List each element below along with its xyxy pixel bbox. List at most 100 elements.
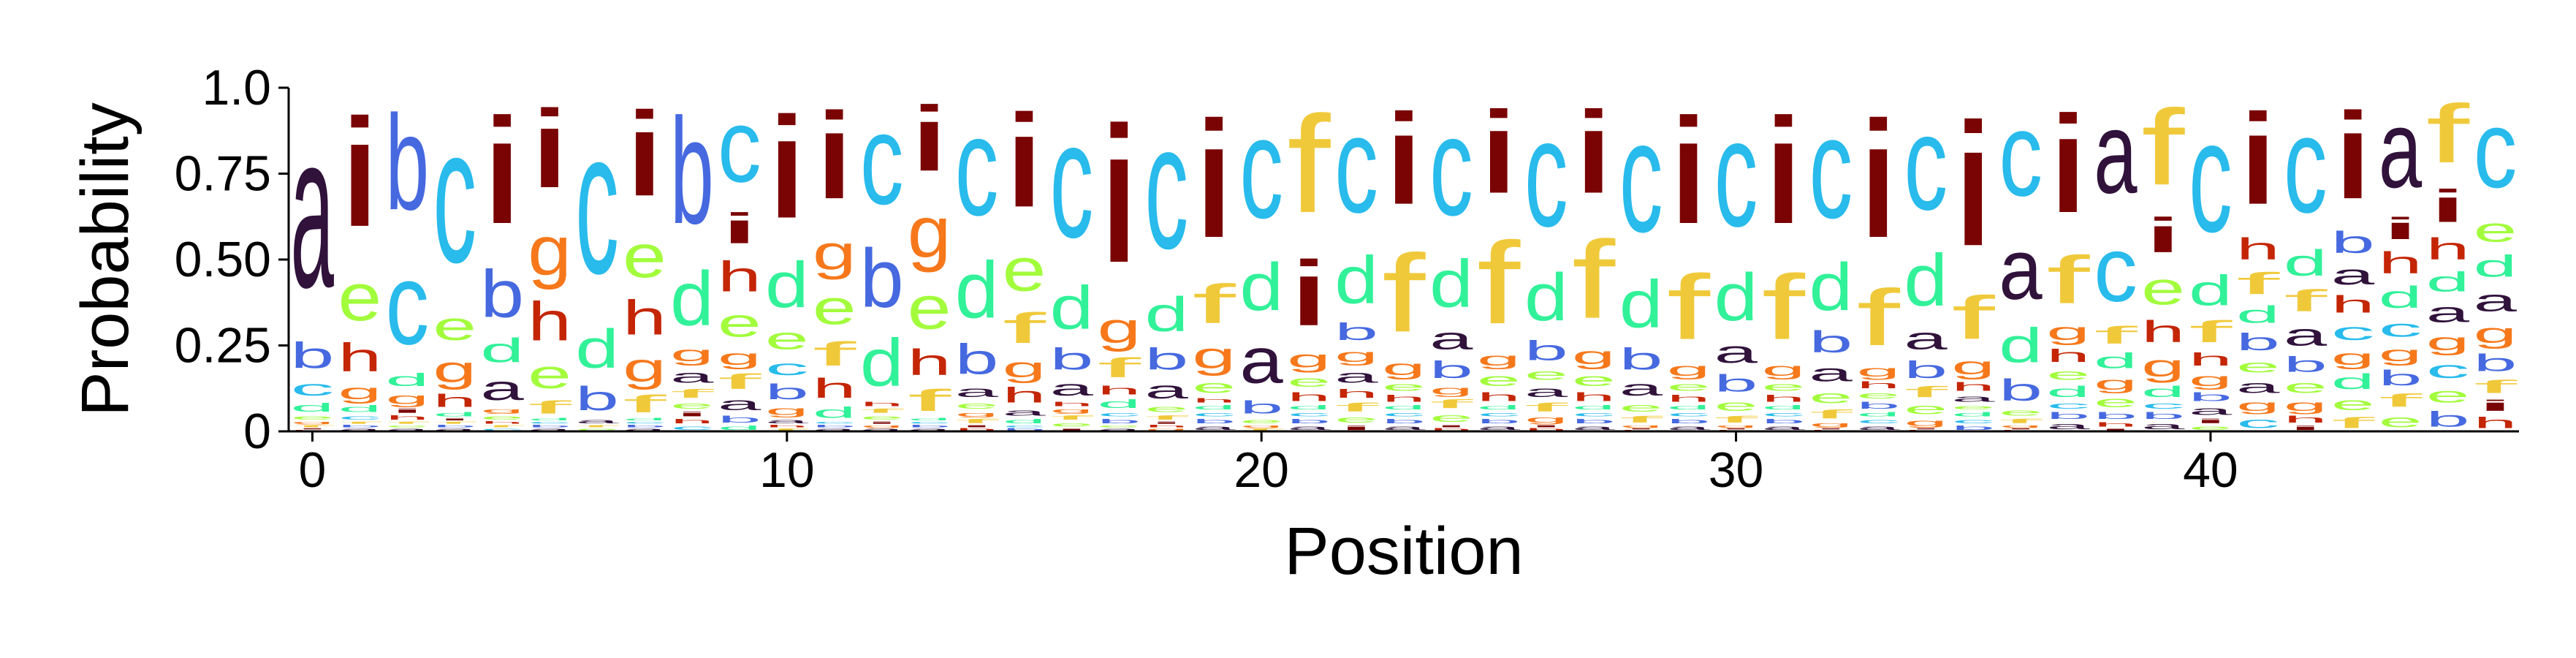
logo-letter-f-pos-1: f	[338, 421, 383, 425]
logo-letter-i-pos-3: i	[433, 417, 476, 421]
logo-letter-g-pos-8: g	[670, 342, 714, 366]
logo-letter-b-pos-43: b	[2331, 225, 2375, 260]
logo-letter-d-pos-37: d	[2046, 383, 2090, 400]
logo-letter-c-pos-34: c	[1904, 87, 1948, 238]
logo-letter-a-pos-3: a	[433, 428, 476, 431]
logo-letter-d-pos-12: d	[860, 325, 904, 400]
logo-letter-d-pos-16: d	[1050, 273, 1094, 341]
logo-letter-f-pos-33: f	[1856, 273, 1900, 362]
logo-letter-e-pos-30: e	[1714, 397, 1758, 414]
logo-letter-b-pos-2: b	[385, 88, 429, 239]
logo-letter-a-pos-0: a	[291, 88, 334, 334]
logo-letter-e-pos-40: e	[2189, 425, 2233, 431]
logo-letter-c-pos-26: c	[1524, 88, 1568, 260]
logo-letter-a-pos-13: a	[908, 428, 951, 431]
logo-letter-c-pos-38: c	[2094, 219, 2138, 322]
logo-letter-a-pos-39: a	[2141, 421, 2185, 431]
logo-letter-b-pos-46: b	[2474, 349, 2518, 377]
logo-letter-h-pos-10: h	[765, 425, 809, 428]
logo-letter-f-pos-6: f	[575, 425, 620, 428]
logo-letter-d-pos-22: d	[1334, 243, 1378, 318]
logo-letter-e-pos-20: e	[1239, 417, 1283, 424]
logo-letter-c-pos-40: c	[2189, 88, 2233, 265]
logo-letter-f-pos-18: f	[1144, 414, 1189, 420]
logo-letter-e-pos-1: e	[338, 260, 382, 335]
logo-letter-e-pos-35: e	[1951, 404, 1995, 410]
logo-letter-c-pos-18: c	[1144, 86, 1188, 286]
logo-letter-e-pos-19: e	[1192, 377, 1236, 397]
logo-letter-b-pos-23: b	[1382, 417, 1426, 424]
logo-letter-f-pos-34: f	[1904, 383, 1948, 400]
logo-letter-g-pos-36: g	[1999, 425, 2043, 428]
logo-letter-e-pos-7: e	[623, 222, 666, 290]
logo-letter-c-pos-3: c	[433, 88, 476, 303]
logo-letter-i-pos-15: i	[1003, 87, 1046, 235]
logo-letter-a-pos-36: a	[1999, 221, 2043, 317]
logo-letter-c-pos-16: c	[1050, 88, 1094, 273]
logo-letter-d-pos-42: d	[2284, 242, 2328, 283]
logo-letter-a-pos-34: a	[1904, 322, 1948, 356]
logo-letter-b-pos-13: b	[908, 425, 951, 428]
logo-letter-f-pos-23: f	[1382, 232, 1426, 355]
logo-letter-b-pos-39: b	[2141, 411, 2185, 421]
logo-letter-b-pos-10: b	[765, 379, 809, 404]
logo-letter-g-pos-11: g	[813, 225, 856, 280]
x-tick-label: 30	[1709, 442, 1764, 498]
y-axis-title: Probability	[68, 102, 143, 417]
logo-letter-a-pos-43: a	[2331, 260, 2375, 290]
logo-letter-i-pos-31: i	[1762, 87, 1806, 255]
logo-letter-i-pos-7: i	[623, 88, 666, 221]
logo-letter-f-pos-38: f	[2094, 322, 2138, 349]
logo-letter-e-pos-5: e	[528, 352, 571, 397]
logo-letter-f-pos-15: f	[1003, 304, 1046, 352]
logo-letter-h-pos-3: h	[433, 390, 476, 410]
logo-letter-a-pos-12: a	[860, 428, 903, 431]
logo-letter-c-pos-31: c	[1762, 411, 1806, 417]
logo-letter-e-pos-45: e	[2426, 383, 2470, 407]
logo-letter-d-pos-29: d	[1667, 404, 1711, 410]
logo-letter-f-pos-28: f	[1619, 415, 1664, 425]
logo-letter-d-pos-6: d	[575, 318, 619, 380]
logo-letter-a-pos-21: a	[1287, 425, 1331, 431]
logo-letter-c-pos-19: c	[1192, 411, 1236, 417]
logo-letter-g-pos-30: g	[1714, 425, 1758, 428]
logo-letter-c-pos-46: c	[2474, 88, 2518, 211]
logo-letter-d-pos-41: d	[2236, 300, 2280, 328]
logo-letter-e-pos-11: e	[813, 280, 856, 335]
logo-letter-d-pos-7: d	[623, 417, 666, 421]
logo-letter-h-pos-19: h	[1192, 397, 1236, 404]
logo-letter-h-pos-12: h	[860, 401, 904, 407]
logo-letter-f-pos-21: f	[1287, 87, 1331, 241]
logo-letter-a-pos-25: a	[1477, 425, 1521, 431]
logo-letter-b-pos-31: b	[1762, 417, 1806, 424]
logo-letter-a-pos-4: a	[480, 370, 524, 407]
logo-letter-d-pos-34: d	[1904, 239, 1948, 321]
logo-letter-e-pos-18: e	[1144, 404, 1188, 415]
logo-letter-e-pos-31: e	[1762, 380, 1806, 394]
logo-letter-i-pos-1: i	[338, 88, 382, 259]
logo-letter-a-pos-2: a	[385, 428, 428, 431]
logo-letter-i-pos-30: i	[1714, 428, 1758, 429]
logo-letter-i-pos-42: i	[2284, 425, 2328, 431]
y-tick-label: 0.50	[175, 232, 271, 287]
logo-letter-b-pos-44: b	[2379, 366, 2423, 390]
logo-letter-g-pos-1: g	[338, 379, 382, 404]
logo-letter-e-pos-37: e	[2046, 366, 2090, 383]
logo-letter-a-pos-14: a	[955, 383, 999, 400]
logo-letter-f-pos-40: f	[2189, 314, 2233, 349]
logo-letter-i-pos-2: i	[385, 407, 429, 414]
logo-letter-f-pos-32: f	[1809, 407, 1854, 421]
x-tick-label: 0	[299, 442, 327, 498]
logo-letter-c-pos-14: c	[955, 88, 999, 246]
logo-letter-c-pos-17: c	[1098, 411, 1141, 417]
logo-letter-h-pos-29: h	[1667, 393, 1711, 404]
logo-letter-e-pos-24: e	[1429, 411, 1473, 425]
logo-letter-f-pos-19: f	[1192, 273, 1236, 334]
logo-letter-e-pos-0: e	[291, 415, 335, 421]
logo-letter-g-pos-0: g	[291, 421, 335, 425]
logo-letter-c-pos-22: c	[1334, 88, 1378, 241]
logo-letter-g-pos-23: g	[1382, 356, 1426, 380]
logo-letter-b-pos-21: b	[1287, 417, 1331, 424]
